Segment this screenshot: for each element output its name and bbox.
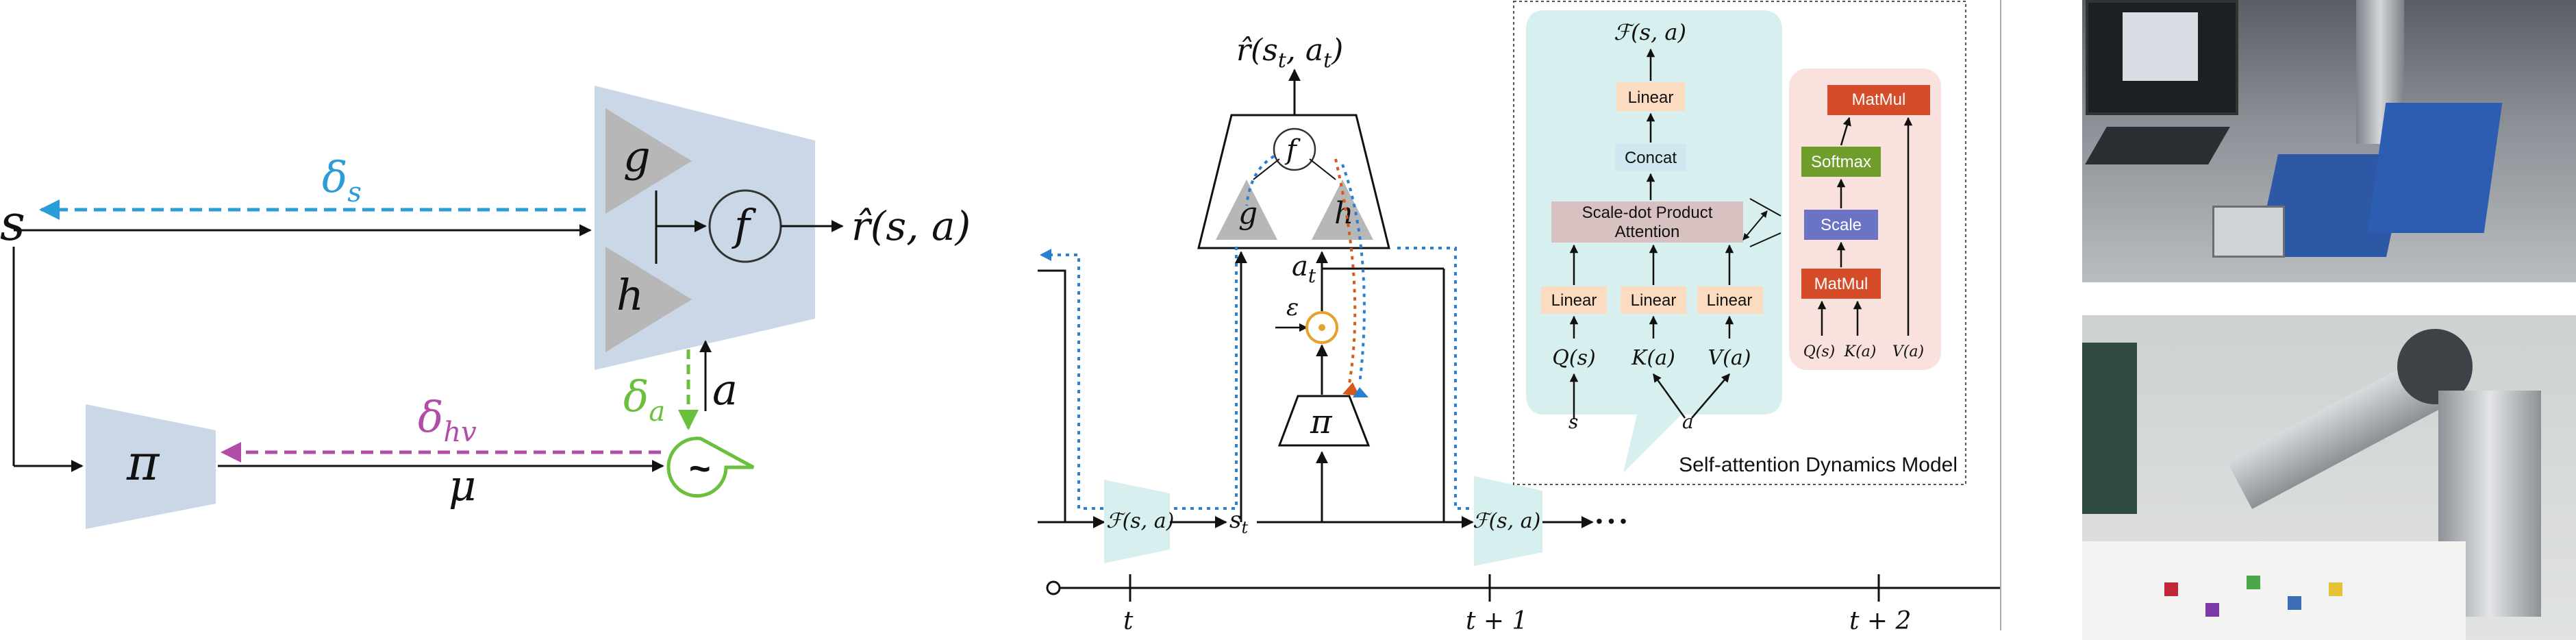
linear-top-text: Linear xyxy=(1628,88,1674,107)
scale-text: Scale xyxy=(1821,216,1862,234)
tick-t2: t + 2 xyxy=(1849,607,1911,635)
robot-photo-top xyxy=(2082,0,2576,282)
q-s-label: Q(s) xyxy=(1552,346,1595,370)
block-blue xyxy=(2288,596,2301,610)
softmax-box xyxy=(1801,147,1881,177)
linear-k-box xyxy=(1621,286,1686,314)
linear-v-text: Linear xyxy=(1707,291,1753,310)
action-a-label: a xyxy=(712,365,738,415)
delta-hv-label: δhv xyxy=(418,392,477,448)
detail-q-label: Q(s) xyxy=(1803,343,1836,360)
state-s-label: s xyxy=(0,194,25,251)
monitor xyxy=(2086,0,2238,115)
block-purple xyxy=(2205,603,2219,617)
sampler-tilde: ~ xyxy=(689,448,711,489)
h-label: h xyxy=(616,270,644,320)
sampler-node xyxy=(666,436,755,498)
softmax-text: Softmax xyxy=(1811,153,1871,171)
g-label: g xyxy=(623,132,651,182)
timeline-origin xyxy=(1046,580,1061,595)
delta-a-label: δa xyxy=(623,371,665,428)
attention-panel: ℱ(s, a) Linear Concat Scale-dot Product … xyxy=(1513,1,1966,485)
linear-q-text: Linear xyxy=(1551,291,1597,310)
linear-k-text: Linear xyxy=(1631,291,1677,310)
a-t-label: at xyxy=(1292,251,1316,287)
epsilon-label: ε xyxy=(1286,294,1299,321)
policy-pi-label: π xyxy=(1310,403,1333,441)
matmul-top-text: MatMul xyxy=(1852,90,1906,109)
dynamics-label-t1: ℱ(s, a) xyxy=(1473,509,1540,533)
blue-bin-right xyxy=(2367,103,2503,233)
sdpa-text-2: Attention xyxy=(1615,223,1680,241)
delta-s-label: δs xyxy=(322,152,362,208)
pi-label: π xyxy=(126,434,160,491)
g-node xyxy=(1216,180,1277,240)
h-triangle xyxy=(605,247,692,352)
linear-top-box xyxy=(1616,82,1685,111)
h-node xyxy=(1312,180,1373,240)
ellipsis: • • • xyxy=(1596,510,1627,532)
dynamics-block-t1 xyxy=(1474,476,1542,566)
v-a-label: V(a) xyxy=(1708,346,1751,370)
keyboard xyxy=(2085,127,2230,164)
block-red xyxy=(2164,582,2178,596)
policy-trapezoid xyxy=(1277,395,1371,447)
linear-v-box xyxy=(1697,286,1763,314)
f-node xyxy=(1273,127,1316,171)
concat-text: Concat xyxy=(1625,149,1677,167)
chalkboard xyxy=(2082,343,2137,514)
a-input-label: a xyxy=(1682,410,1694,433)
mu-label: μ xyxy=(449,460,476,510)
matmul-bottom-box xyxy=(1801,269,1881,299)
policy-block xyxy=(86,404,216,529)
scale-box xyxy=(1804,210,1878,240)
s-t-label: st xyxy=(1229,506,1248,537)
attention-panel-frame xyxy=(1513,1,1966,485)
left-diagram: g h f r̂(s, a) s δs π μ δhv ~ xyxy=(0,86,971,529)
linear-q-box xyxy=(1541,286,1607,314)
teach-pendant xyxy=(2212,206,2285,258)
dynamics-block-t xyxy=(1104,480,1170,563)
tick-t1: t + 1 xyxy=(1466,607,1527,635)
block-green xyxy=(2247,576,2260,589)
dynamics-label-t: ℱ(s, a) xyxy=(1106,509,1174,533)
g-node-label: g xyxy=(1238,196,1258,231)
reward-output-label: r̂(s, a) xyxy=(851,203,971,249)
block-yellow xyxy=(2329,582,2342,596)
tick-t: t xyxy=(1123,607,1134,635)
sdpa-text-1: Scale-dot Product xyxy=(1582,204,1713,222)
detail-k-label: K(a) xyxy=(1844,343,1877,360)
s-input-label: s xyxy=(1568,410,1578,433)
concat-box xyxy=(1615,144,1686,171)
attention-caption: Self-attention Dynamics Model xyxy=(1679,454,1958,476)
sdpa-box xyxy=(1551,201,1743,243)
robot-photo-bottom xyxy=(2082,315,2576,640)
k-a-label: K(a) xyxy=(1631,346,1675,370)
matmul-bottom-text: MatMul xyxy=(1814,275,1868,293)
attention-output-label: ℱ(s, a) xyxy=(1614,19,1686,45)
detail-v-label: V(a) xyxy=(1892,343,1924,360)
g-triangle xyxy=(605,108,692,214)
reward-st-at-label: r̂(st, at) xyxy=(1236,33,1343,73)
table xyxy=(2082,541,2466,640)
middle-diagram: r̂(st, at) f g h at ε π xyxy=(1038,0,2001,635)
matmul-top-box xyxy=(1827,85,1930,115)
